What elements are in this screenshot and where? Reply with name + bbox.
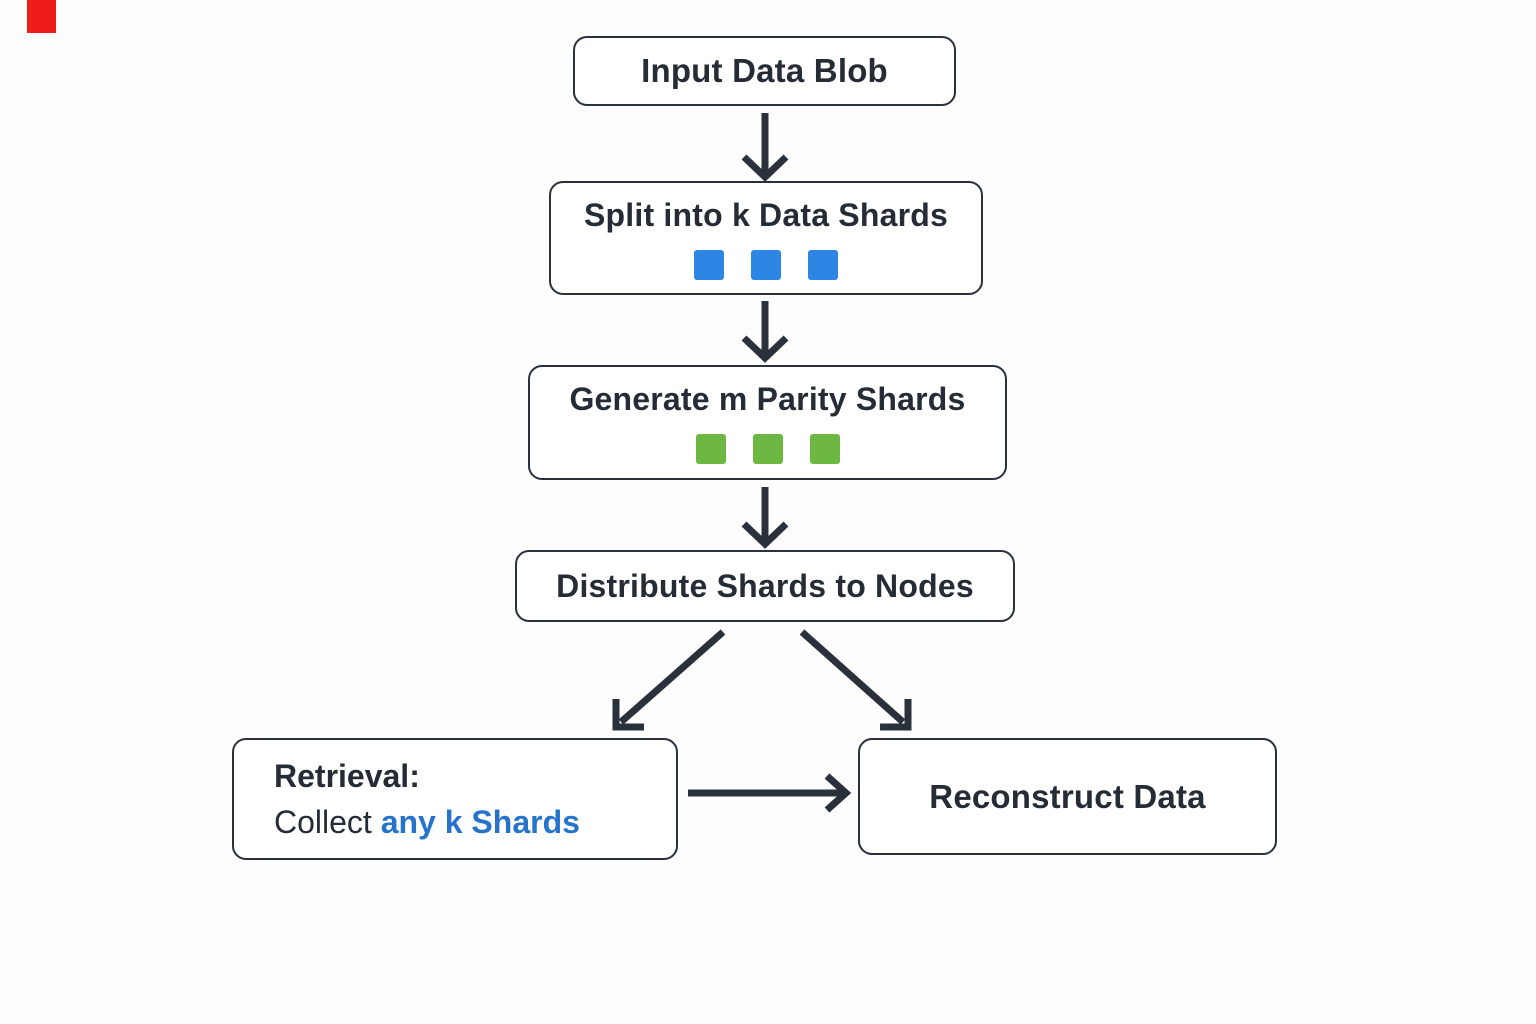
arrow-input-to-split: [741, 113, 789, 182]
node-label: Split into k Data Shards: [584, 196, 948, 233]
red-marker: [27, 0, 56, 33]
retrieval-title: Retrieval:: [274, 758, 420, 794]
node-split-into-k-data-shards: Split into k Data Shards: [549, 181, 983, 295]
arrow-split-to-parity: [741, 301, 789, 363]
node-label: Input Data Blob: [641, 52, 888, 89]
node-distribute-shards-to-nodes: Distribute Shards to Nodes: [515, 550, 1015, 622]
arrow-retrieval-to-reconstruct: [688, 773, 852, 813]
data-shard-squares: [694, 249, 838, 280]
node-label: Distribute Shards to Nodes: [556, 567, 974, 604]
parity-shard-squares: [695, 434, 840, 464]
shard-square: [809, 434, 840, 464]
shard-square: [694, 249, 724, 280]
shard-square: [752, 434, 783, 464]
shard-square: [751, 249, 781, 280]
node-label: Reconstruct Data: [929, 777, 1206, 815]
node-retrieval-collect-any-k-shards: Retrieval: Collect any k Shards: [232, 738, 678, 860]
node-input-data-blob: Input Data Blob: [573, 36, 956, 106]
node-label: Generate m Parity Shards: [569, 381, 966, 417]
shard-square: [695, 434, 726, 464]
arrow-distribute-to-reconstruct: [799, 629, 912, 731]
arrow-parity-to-distribute: [741, 487, 789, 549]
shard-square: [808, 249, 838, 280]
node-reconstruct-data: Reconstruct Data: [858, 738, 1277, 855]
arrow-distribute-to-retrieval: [612, 629, 726, 731]
highlighted-text: any k Shards: [380, 804, 580, 840]
retrieval-subtitle: Collect any k Shards: [274, 804, 580, 840]
node-generate-m-parity-shards: Generate m Parity Shards: [528, 365, 1007, 480]
